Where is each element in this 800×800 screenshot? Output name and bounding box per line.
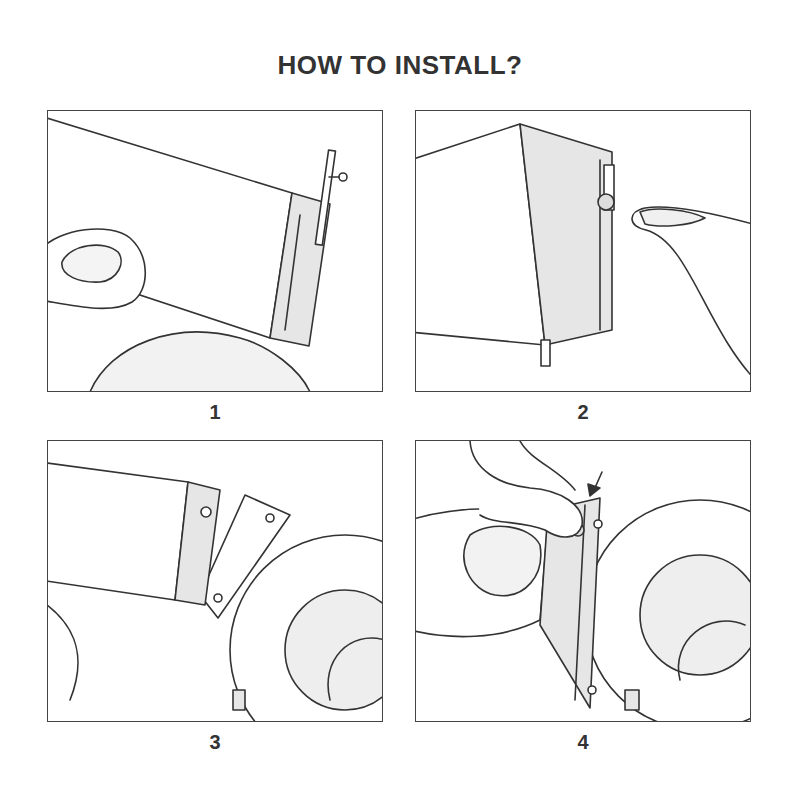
step-panel: 4	[415, 440, 751, 722]
step-four-art	[416, 441, 750, 721]
step-number: 2	[416, 401, 750, 424]
spring-bar	[315, 150, 335, 245]
strap	[48, 116, 292, 338]
screw	[588, 686, 596, 694]
watch-face	[640, 555, 750, 675]
hand	[48, 600, 78, 700]
strap-end	[520, 124, 612, 345]
strap	[416, 509, 548, 637]
thumb	[48, 229, 145, 308]
finger	[520, 441, 575, 490]
step-panel: 3	[47, 440, 383, 722]
thumbnail	[62, 245, 121, 282]
finger	[470, 441, 582, 537]
spring-knob	[339, 173, 347, 181]
finger	[632, 207, 750, 385]
step-two-art	[416, 124, 750, 385]
crown	[233, 690, 245, 710]
spring-knob	[201, 507, 211, 517]
step-panel: 1	[47, 110, 383, 392]
spring-knob	[598, 194, 614, 210]
step-number: 1	[48, 401, 382, 424]
page-title: HOW TO INSTALL?	[0, 50, 800, 81]
screw	[594, 520, 602, 528]
watch-case	[585, 500, 750, 721]
step-three-art	[48, 462, 382, 721]
press-arrowhead	[588, 484, 600, 496]
crown	[625, 690, 639, 710]
strap	[48, 462, 188, 600]
finger	[328, 638, 382, 700]
step-one-art	[48, 116, 347, 391]
strap-edge	[285, 215, 300, 330]
hand	[90, 332, 310, 391]
strap-edge	[599, 160, 601, 330]
spring-pin	[541, 340, 550, 366]
fingernail	[640, 209, 705, 226]
strap-loop	[464, 526, 541, 595]
step-number: 4	[416, 731, 750, 754]
step-number: 3	[48, 731, 382, 754]
screw	[266, 514, 274, 522]
step-panel: 2	[415, 110, 751, 392]
strap-end	[175, 482, 220, 605]
spring-pin	[329, 176, 339, 178]
finger	[678, 621, 745, 680]
screw	[214, 594, 222, 602]
watch-face	[285, 590, 382, 710]
